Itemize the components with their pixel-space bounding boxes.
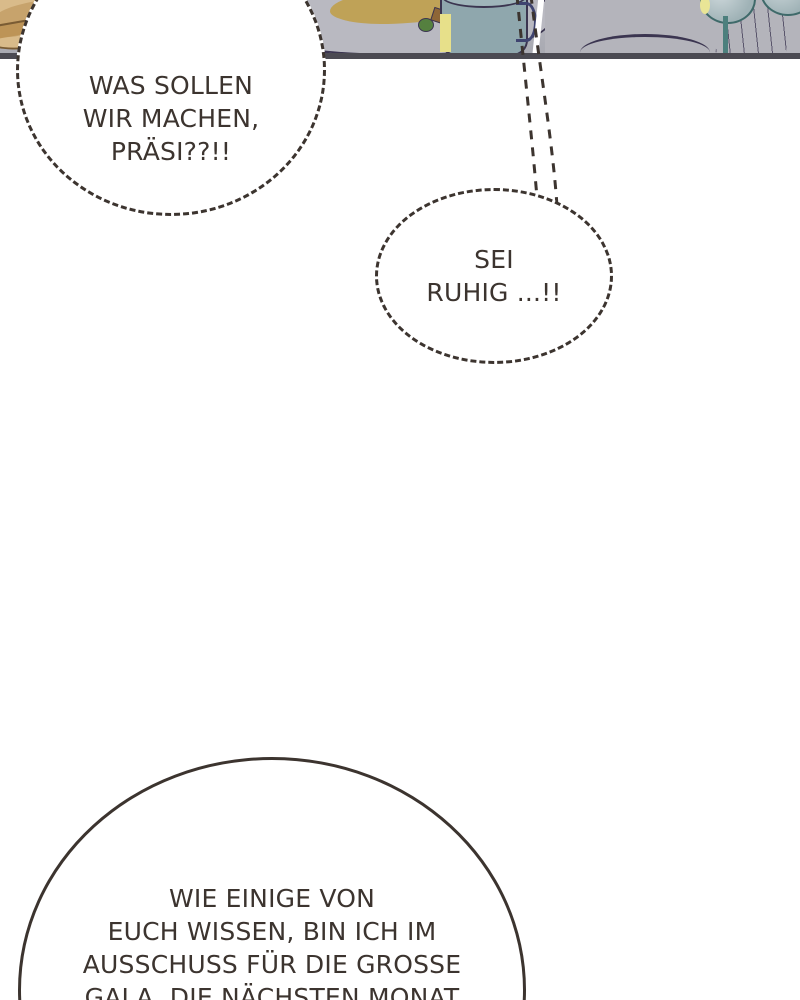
speech-bubble-3-text: WIE EINIGE VON EUCH WISSEN, BIN ICH IM A… bbox=[82, 884, 462, 1000]
right-panel-plate-edge bbox=[580, 34, 710, 59]
pea-garnish bbox=[418, 18, 434, 32]
speech-bubble-2: SEI RUHIG ...!! bbox=[375, 188, 613, 364]
wine-glass-stem bbox=[723, 16, 728, 58]
speech-bubble-3: WIE EINIGE VON EUCH WISSEN, BIN ICH IM A… bbox=[18, 757, 526, 1000]
drinking-glass-highlight bbox=[440, 14, 451, 52]
speech-bubble-1: WAS SOLLEN WIR MACHEN, PRÄSI??!! bbox=[16, 0, 326, 216]
wine-glass-highlight bbox=[700, 0, 710, 14]
drinking-glass bbox=[440, 0, 528, 56]
speech-bubble-2-text: SEI RUHIG ...!! bbox=[426, 245, 562, 307]
speech-bubble-1-text: WAS SOLLEN WIR MACHEN, PRÄSI??!! bbox=[82, 70, 260, 166]
table-edge bbox=[0, 53, 800, 59]
